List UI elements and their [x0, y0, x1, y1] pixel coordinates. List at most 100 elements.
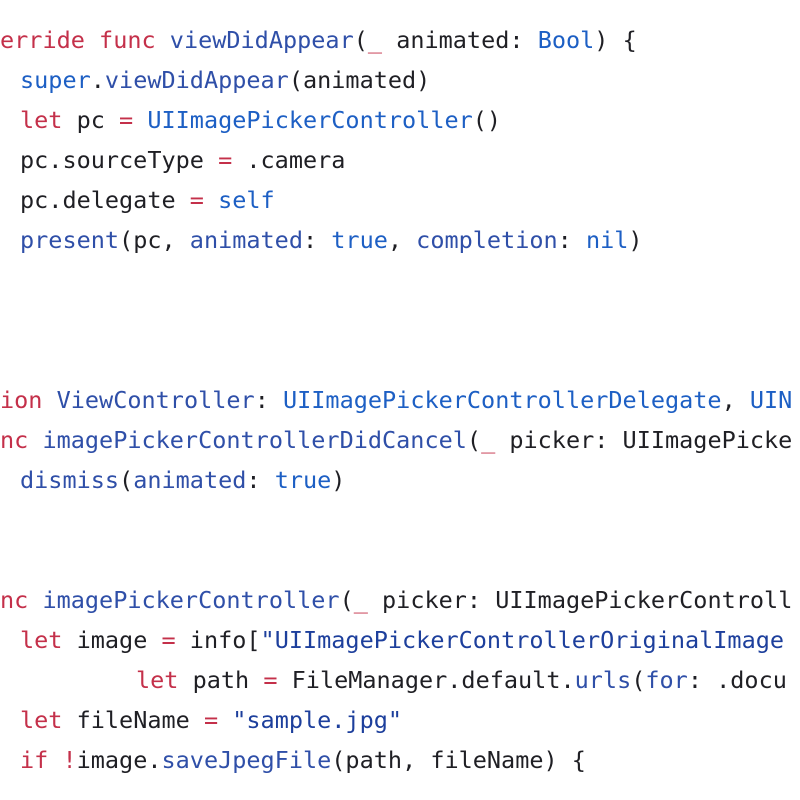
code-token: = [189, 186, 204, 214]
code-token [218, 706, 232, 734]
code-token: UIN [749, 386, 793, 414]
code-line[interactable] [0, 500, 800, 540]
code-token: "UIImagePickerControllerOriginalImage [260, 626, 785, 654]
code-token: "sample.jpg" [232, 706, 403, 734]
code-token: .camera [232, 146, 346, 174]
code-token: : [246, 466, 275, 494]
code-token: picker: UIImagePicke [495, 426, 793, 454]
code-token: _ [367, 26, 383, 54]
code-token: : [302, 226, 332, 254]
code-token: . [90, 66, 105, 94]
code-token: super [20, 66, 91, 94]
code-token: saveJpegFile [161, 746, 332, 774]
code-line[interactable]: if !image.saveJpegFile(path, fileName) { [0, 740, 800, 780]
code-line[interactable]: nc imagePickerControllerDidCancel(_ pick… [0, 420, 800, 460]
code-token: ) { [594, 26, 637, 54]
code-token: imagePickerController [42, 586, 340, 614]
code-token: nc [0, 426, 29, 454]
code-line[interactable]: present(pc, animated: true, completion: … [0, 220, 800, 260]
code-token: () [472, 106, 502, 134]
code-token: path [178, 666, 264, 694]
code-token: ion [0, 386, 43, 414]
code-token: ) [628, 226, 643, 254]
code-line[interactable]: erride func viewDidAppear(_ animated: Bo… [0, 20, 800, 60]
code-token: = [218, 146, 233, 174]
code-token: if [20, 746, 49, 774]
code-token: picker: UIImagePickerControll [367, 586, 793, 614]
code-token: pc [62, 106, 120, 134]
code-token: present [20, 226, 120, 254]
code-token: = [161, 626, 176, 654]
code-token: (path, fileName) { [331, 746, 586, 774]
code-token: (animated) [288, 66, 431, 94]
code-token: fileName [62, 706, 204, 734]
code-area[interactable]: erride func viewDidAppear(_ animated: Bo… [0, 20, 800, 780]
code-token: = [263, 666, 278, 694]
code-token: ) [331, 466, 346, 494]
code-token: func [99, 26, 156, 54]
code-line[interactable]: dismiss(animated: true) [0, 460, 800, 500]
code-token: animated [133, 466, 247, 494]
code-token: , [721, 386, 750, 414]
code-token: ( [631, 666, 646, 694]
code-token: true [274, 466, 332, 494]
code-token: : [254, 386, 283, 414]
code-line[interactable]: super.viewDidAppear(animated) [0, 60, 800, 100]
code-token [204, 186, 218, 214]
code-token: let [20, 706, 63, 734]
code-token [28, 426, 42, 454]
code-token [48, 746, 62, 774]
code-token: urls [574, 666, 632, 694]
code-line[interactable]: let path = FileManager.default.urls(for:… [0, 660, 800, 700]
code-line[interactable] [0, 300, 800, 340]
code-token: ViewController [56, 386, 255, 414]
code-token: imagePickerControllerDidCancel [42, 426, 467, 454]
code-token: Bool [537, 26, 595, 54]
code-token: viewDidAppear [104, 66, 289, 94]
code-token [28, 586, 42, 614]
code-token: let [20, 626, 63, 654]
code-token: : [557, 226, 586, 254]
code-token: ( [119, 466, 134, 494]
code-line[interactable]: nc imagePickerController(_ picker: UIIma… [0, 580, 800, 620]
code-token: let [136, 666, 179, 694]
code-token: dismiss [20, 466, 120, 494]
code-token [85, 26, 99, 54]
code-line[interactable] [0, 340, 800, 380]
code-token: animated: [382, 26, 538, 54]
code-token: image. [76, 746, 162, 774]
code-token [133, 106, 147, 134]
code-token: ( [339, 586, 354, 614]
code-line[interactable]: ion ViewController: UIImagePickerControl… [0, 380, 800, 420]
code-token: UIImagePickerController [147, 106, 473, 134]
code-line[interactable]: let fileName = "sample.jpg" [0, 700, 800, 740]
code-token: = [119, 106, 134, 134]
code-line[interactable]: let image = info["UIImagePickerControlle… [0, 620, 800, 660]
code-token: for [645, 666, 688, 694]
code-token: nil [585, 226, 629, 254]
code-token: (pc, [119, 226, 190, 254]
code-line[interactable] [0, 260, 800, 300]
code-token: let [20, 106, 63, 134]
code-token: _ [481, 426, 496, 454]
code-token: completion [416, 226, 558, 254]
code-token: = [203, 706, 219, 734]
code-token: animated [189, 226, 303, 254]
code-line[interactable] [0, 540, 800, 580]
code-token: ( [353, 26, 368, 54]
code-token: self [218, 186, 275, 214]
code-token: info[ [175, 626, 261, 654]
code-line[interactable]: let pc = UIImagePickerController() [0, 100, 800, 140]
code-token: pc.sourceType [20, 146, 219, 174]
code-token: UIImagePickerControllerDelegate [282, 386, 722, 414]
code-token: ! [62, 746, 77, 774]
code-token: ( [466, 426, 482, 454]
code-token: _ [353, 586, 368, 614]
code-token: nc [0, 586, 29, 614]
code-line[interactable]: pc.delegate = self [0, 180, 800, 220]
code-token [42, 386, 56, 414]
code-line[interactable]: pc.sourceType = .camera [0, 140, 800, 180]
code-token: FileManager.default. [277, 666, 575, 694]
code-token: : .docu [687, 666, 787, 694]
